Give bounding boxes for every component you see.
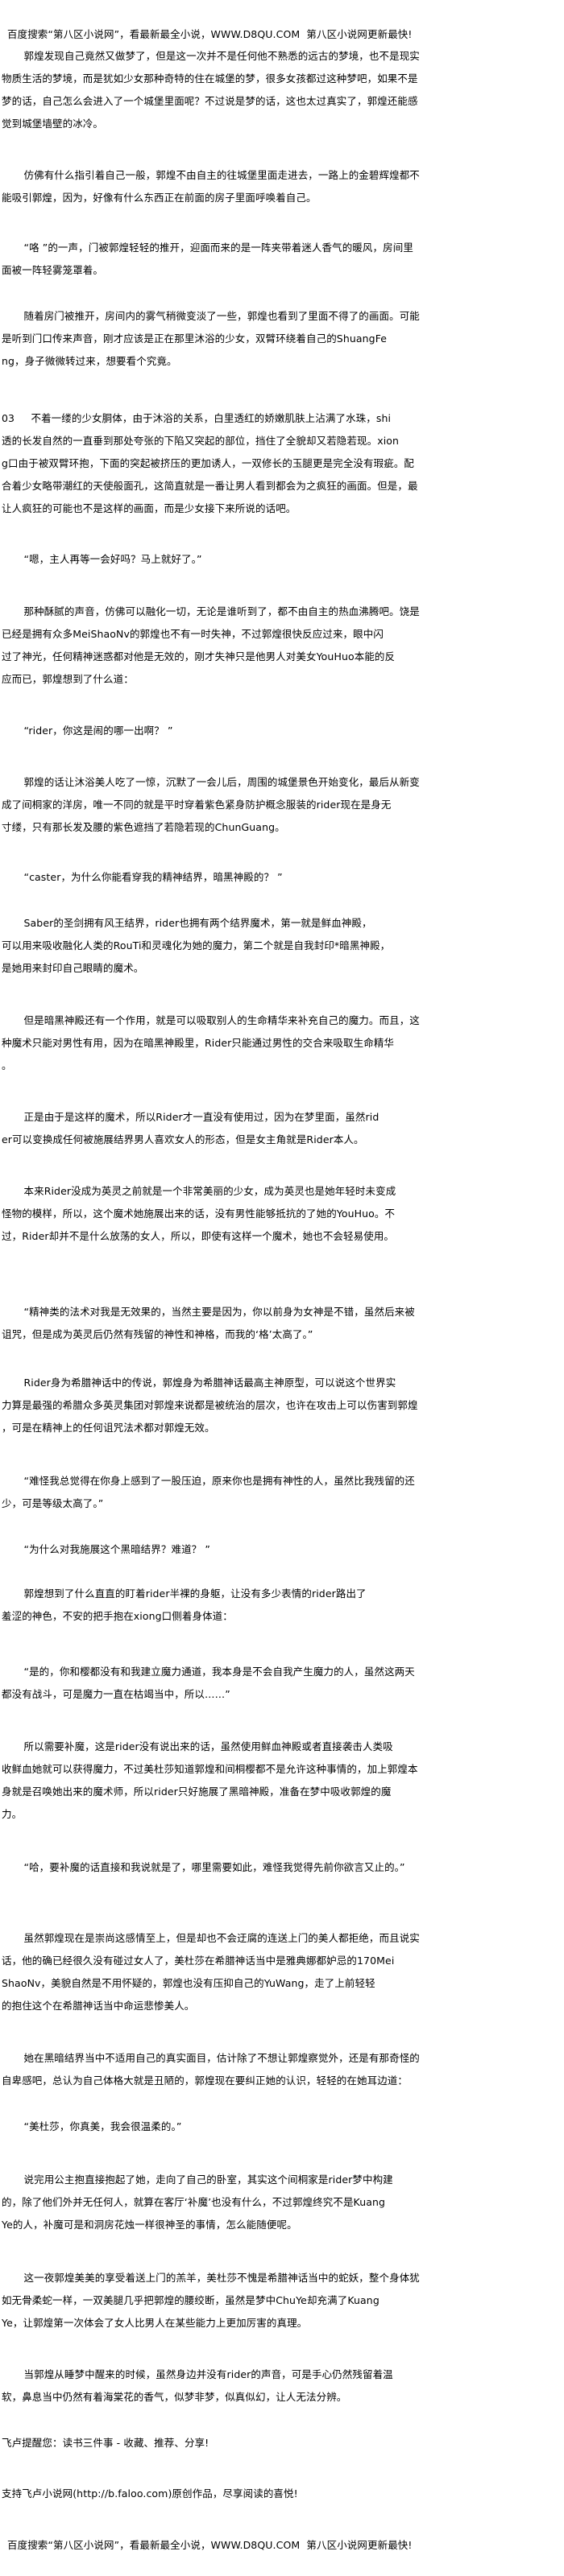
paragraph: Saber的圣剑拥有风王结界，rider也拥有两个结界魔术，第一就是鲜血神殿， … [2,917,391,974]
footer-reminder: 飞卢提醒您：读书三件事 - 收藏、推荐、分享! [2,2437,209,2449]
paragraph: “难怪我总觉得在你身上感到了一股压迫，原来你也是拥有神性的人，虽然比我残留的还 … [2,1475,415,1509]
footer-support-link[interactable]: 支持飞卢小说网(http://b.faloo.com)原创作品，尽享阅读的喜悦! [2,2487,298,2500]
paragraph: 03 不着一缕的少女胴体，由于沐浴的关系，白里透红的娇嫩肌肤上沾满了水珠，shi… [2,412,418,514]
paragraph: 本来Rider没成为英灵之前就是一个非常美丽的少女，成为英灵也是她年轻时未变成 … [2,1185,396,1242]
paragraph: 当郭煌从睡梦中醒来的时候，虽然身边并没有rider的声音，可是手心仍然残留着温 … [2,2368,393,2403]
paragraph: 正是由于是这样的魔术，所以Rider才一直没有使用过，因为在梦里面，虽然rid … [2,1111,379,1146]
paragraph: “美杜莎，你真美，我会很温柔的。” [23,2120,182,2132]
footer-ad-banner: 百度搜索“第八区小说网”，看最新最全小说，WWW.D8QU.COM 第八区小说网… [7,2539,413,2551]
paragraph: “咯 ”的一声，门被郭煌轻轻的推开，迎面而来的是一阵夹带着迷人香气的暖风，房间里… [2,242,413,276]
paragraph: “caster，为什么你能看穿我的精神结界，暗黑神殿的？ ” [23,871,283,883]
paragraph: 但是暗黑神殿还有一个作用，就是可以吸取别人的生命精华来补充自己的魔力。而且，这 … [2,1014,420,1071]
paragraph: 仿佛有什么指引着自己一般，郭煌不由自主的往城堡里面走进去，一路上的金碧辉煌都不 … [2,169,420,204]
paragraph: 随着房门被推开，房间内的雾气稍微变淡了一些，郭煌也看到了里面不得了的画面。可能 … [2,310,420,367]
paragraph: 说完用公主抱直接抱起了她，走向了自己的卧室，其实这个间桐家是rider梦中构建 … [2,2174,393,2231]
paragraph: 虽然郭煌现在是崇尚这感情至上，但是却也不会迂腐的连送上门的美人都拒绝，而且说实 … [2,1932,420,2012]
paragraph: Rider身为希腊神话中的传说，郭煌身为希腊神话最高主神原型，可以说这个世界实 … [2,1377,418,1434]
paragraph: “嗯，主人再等一会好吗？马上就好了。” [23,553,202,565]
paragraph: 郭煌想到了什么直直的盯着rider半裸的身躯，让没有多少表情的rider路出了 … [2,1587,367,1622]
paragraph: “rider，你这是闹的哪一出啊？ ” [23,724,173,737]
paragraph: 郭煌发现自己竟然又做梦了，但是这一次并不是任何他不熟悉的远古的梦境，也不是现实 … [2,50,420,130]
header-ad-banner: 百度搜索“第八区小说网”，看最新最全小说，WWW.D8QU.COM 第八区小说网… [7,28,413,40]
paragraph: 那种酥腻的声音，仿佛可以融化一切，无论是谁听到了，都不由自主的热血沸腾吧。饶是 … [2,605,420,685]
paragraph: 所以需要补魔，这是rider没有说出来的话，虽然使用鲜血神殿或者直接袭击人类吸 … [2,1740,418,1820]
paragraph: 郭煌的话让沐浴美人吃了一惊，沉默了一会儿后，周围的城堡景色开始变化，最后从新变 … [2,776,420,833]
paragraph: 这一夜郭煌美美的享受着送上门的羔羊，美杜莎不愧是希腊神话当中的蛇妖，整个身体犹 … [2,2272,420,2329]
paragraph: “哈，要补魔的话直接和我说就是了，哪里需要如此，难怪我觉得先前你欲言又止的。” [23,1861,405,1873]
paragraph: “是的，你和樱都没有和我建立魔力通道，我本身是不会自我产生魔力的人，虽然这两天 … [2,1666,415,1700]
paragraph: 她在黑暗结界当中不适用自己的真实面目，估计除了不想让郭煌察觉外，还是有那奇怪的 … [2,2052,420,2087]
paragraph: “精神类的法术对我是无效果的，当然主要是因为，你以前身为女神是不错，虽然后来被 … [2,1306,415,1340]
paragraph: “为什么对我施展这个黑暗结界？难道？ ” [23,1543,210,1555]
